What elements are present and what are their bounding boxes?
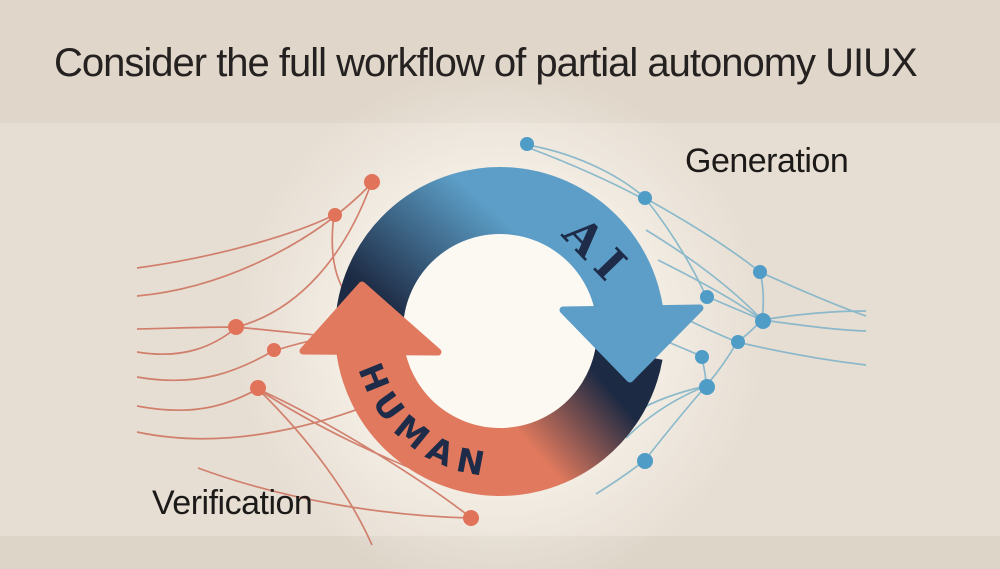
verification-network-nodes [228,174,479,526]
network-node [250,380,266,396]
network-node [267,343,281,357]
human-arc [335,340,663,496]
generation-network [526,144,867,495]
page-title: Consider the full workflow of partial au… [54,41,917,85]
generation-network-nodes [520,137,771,469]
ai-arc [335,167,665,348]
verification-label: Verification [152,484,312,522]
human-arrowhead [299,281,442,356]
network-node [364,174,380,190]
human-arrowhead-group [299,281,442,356]
network-node [753,265,767,279]
network-node [637,453,653,469]
network-node [228,319,244,335]
network-lines [526,144,867,495]
network-node [695,350,709,364]
network-node [520,137,534,151]
ai-arrowhead-group [559,304,704,383]
network-node [699,379,715,395]
network-node [755,313,771,329]
ai-arrowhead [559,304,704,383]
network-node [638,191,652,205]
generation-label: Generation [685,142,848,180]
network-node [731,335,745,349]
network-node [328,208,342,222]
network-node [700,290,714,304]
network-node [463,510,479,526]
inner-circle [403,234,597,428]
